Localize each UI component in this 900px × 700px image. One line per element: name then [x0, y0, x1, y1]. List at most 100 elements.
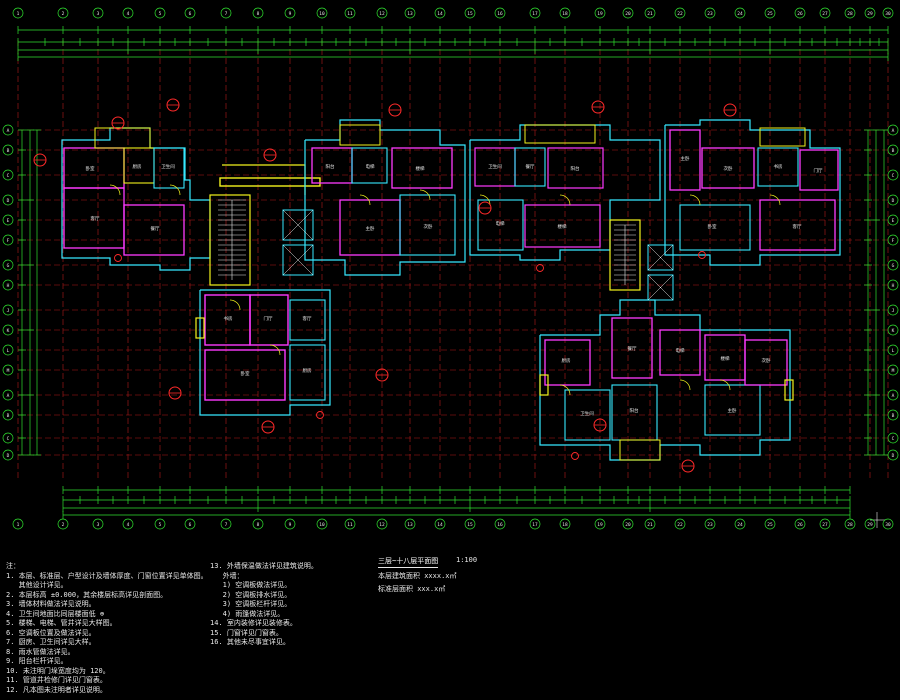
axis-tag-bottom: 21	[647, 522, 653, 528]
notes-left: 注： 1. 本层、标准层、户型设计及墙体厚度、门窗位置详见单体图。 其他设计详见…	[6, 562, 208, 694]
axis-tag-top: 30	[885, 11, 891, 17]
axis-tag-circle	[882, 7, 894, 19]
axis-tag-circle	[887, 279, 899, 291]
room-label: 卧室	[241, 370, 250, 377]
room-label: 次卧	[724, 165, 733, 172]
axis-tag-right: J	[892, 308, 895, 314]
axis-tag-circle	[376, 518, 388, 530]
axis-tag-left: A	[7, 128, 10, 134]
balcony-f1	[619, 439, 661, 461]
axis-tag-left: F	[7, 238, 10, 244]
axis-tag-circle	[2, 214, 14, 226]
axis-tag-right: D	[892, 453, 895, 459]
axis-tag-bottom: 23	[707, 522, 713, 528]
axis-tag-circle	[887, 324, 899, 336]
room-bath-e1	[757, 147, 799, 187]
axis-tag-left: M	[7, 368, 10, 374]
area-line-1: 本层建筑面积 xxxx.x㎡	[378, 572, 457, 580]
axis-tag-circle	[2, 194, 14, 206]
axis-tag-right: G	[892, 263, 895, 269]
room-bedroom-e3	[759, 199, 836, 251]
axis-tag-top: 9	[289, 11, 292, 17]
axis-tag-circle	[559, 518, 571, 530]
wall-outline-unit-c	[199, 289, 331, 416]
axis-tag-bottom: 22	[677, 522, 683, 528]
axis-tag-circle	[252, 7, 264, 19]
axis-tag-circle	[494, 7, 506, 19]
axis-tag-bottom: 20	[625, 522, 631, 528]
index-marker	[114, 254, 122, 262]
axis-tag-circle	[2, 234, 14, 246]
room-label: 电梯	[676, 347, 685, 354]
axis-tag-right: C	[892, 173, 895, 179]
axis-tag-circle	[122, 518, 134, 530]
axis-tag-right: D	[892, 198, 895, 204]
axis-tag-circle	[92, 7, 104, 19]
axis-tag-circle	[887, 144, 899, 156]
axis-tag-circle	[494, 518, 506, 530]
axis-tag-top: 3	[97, 11, 100, 17]
balcony-a1	[94, 127, 151, 149]
axis-tag-top: 4	[127, 11, 130, 17]
door-swing	[269, 344, 281, 356]
room-kitchen-c1	[289, 299, 326, 341]
dimension-lines	[17, 26, 889, 519]
axis-tag-circle	[2, 169, 14, 181]
axis-tag-right: M	[892, 368, 895, 374]
room-label: 客厅	[91, 215, 100, 222]
room-label: 阳台	[630, 407, 639, 414]
axis-tag-top: 17	[532, 11, 538, 17]
axis-tag-circle	[887, 194, 899, 206]
axis-tag-bottom: 10	[319, 522, 325, 528]
axis-tag-circle	[316, 7, 328, 19]
axis-tag-circle	[464, 518, 476, 530]
axis-tag-circle	[12, 518, 24, 530]
axis-tag-top: 24	[737, 11, 743, 17]
axis-tag-circle	[864, 518, 876, 530]
wall-outline-unit-a	[61, 127, 211, 271]
axis-tag-top: 10	[319, 11, 325, 17]
room-label: 卧室	[708, 223, 717, 230]
axis-tag-circle	[220, 7, 232, 19]
axis-tag-circle	[882, 518, 894, 530]
axis-tag-circle	[2, 432, 14, 444]
axis-tag-top: 14	[437, 11, 443, 17]
axis-tag-circle	[887, 214, 899, 226]
room-living-c1	[249, 294, 289, 346]
door-swing	[419, 189, 431, 201]
axis-tag-bottom: 15	[467, 522, 473, 528]
door-swing	[679, 379, 691, 391]
axis-tag-left: J	[7, 308, 10, 314]
axis-tag-circle	[284, 7, 296, 19]
axis-tag-left: L	[7, 348, 10, 354]
door-swing	[719, 379, 731, 391]
room-dining-e1	[679, 204, 751, 251]
axis-tag-circle	[844, 7, 856, 19]
axis-tag-circle	[794, 7, 806, 19]
room-bath-b1	[351, 147, 388, 184]
axis-tag-top: 27	[822, 11, 828, 17]
axis-tag-left: B	[7, 413, 10, 419]
axis-tag-right: B	[892, 148, 895, 154]
room-bedroom-d2	[477, 199, 524, 251]
room-label: 楼梯	[721, 355, 730, 362]
axis-tag-top: 20	[625, 11, 631, 17]
axis-tag-left: B	[7, 148, 10, 154]
room-label: 厨房	[133, 163, 142, 170]
axis-tag-bottom: 28	[847, 522, 853, 528]
axis-tag-top: 16	[497, 11, 503, 17]
axis-tag-circle	[184, 518, 196, 530]
room-label: 次卧	[762, 357, 771, 364]
axis-tag-circle	[887, 259, 899, 271]
room-bedroom-f4	[744, 339, 788, 386]
room-living-e1	[701, 147, 755, 189]
axis-tag-circle	[674, 518, 686, 530]
axis-tag-top: 13	[407, 11, 413, 17]
axis-tag-circle	[344, 7, 356, 19]
axis-tag-bottom: 1	[17, 522, 20, 528]
index-marker	[698, 251, 706, 259]
axis-tag-right: H	[892, 283, 895, 289]
axis-tag-circle	[887, 124, 899, 136]
room-label: 厨房	[562, 357, 571, 364]
axis-tag-left: G	[7, 263, 10, 269]
